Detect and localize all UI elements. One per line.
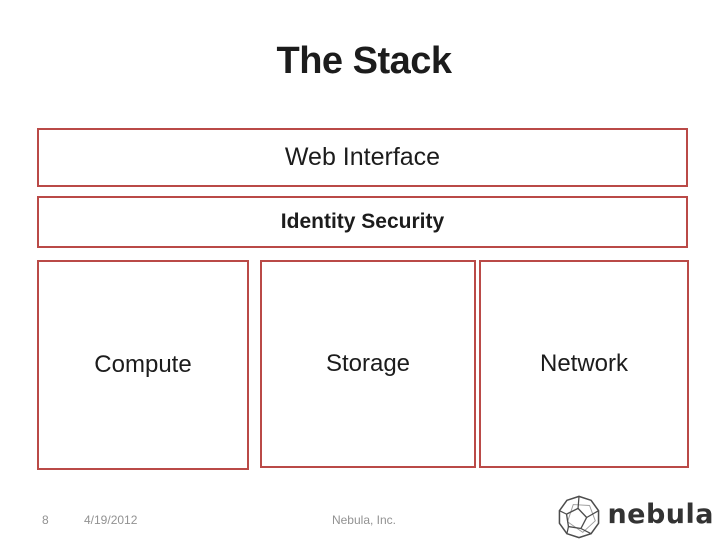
- stack-layer-label: Identity Security: [280, 210, 445, 233]
- stack-layer-label: Web Interface: [284, 143, 441, 171]
- stack-box-label: Storage: [325, 350, 411, 377]
- nebula-logo: nebula: [556, 494, 714, 540]
- stack-box-network: Network: [479, 260, 689, 468]
- footer-company-name: Nebula, Inc.: [331, 513, 397, 527]
- stack-box-storage: Storage: [260, 260, 476, 468]
- wireframe-polyhedron-icon: [559, 495, 600, 539]
- stack-layer-web-interface: Web Interface: [37, 128, 688, 187]
- slide-number: 8: [42, 513, 49, 527]
- stack-box-label: Compute: [94, 351, 192, 378]
- slide-title: The Stack: [276, 40, 452, 82]
- nebula-logo-wordmark: nebula: [607, 498, 714, 530]
- slide-date: 4/19/2012: [84, 513, 138, 527]
- stack-box-compute: Compute: [37, 260, 249, 470]
- stack-layer-identity-security: Identity Security: [37, 196, 688, 248]
- stack-box-label: Network: [539, 350, 629, 377]
